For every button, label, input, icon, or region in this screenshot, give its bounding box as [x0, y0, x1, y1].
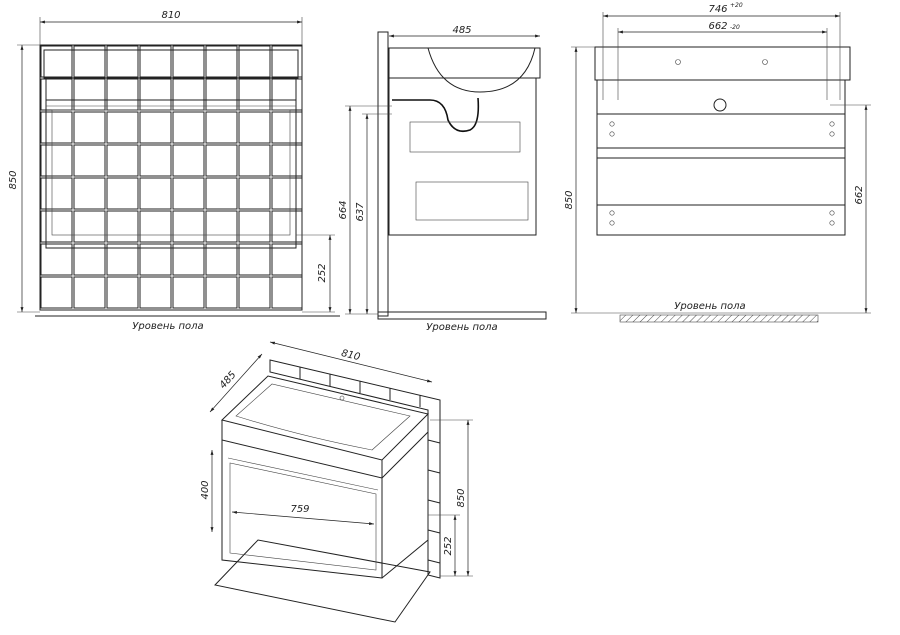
height-label: 850 [8, 170, 19, 189]
front-view: 810 850 252 Уровень пола [8, 10, 340, 332]
wall-tiles [40, 45, 302, 310]
floor-section [377, 311, 547, 320]
iso-drawer-height-label: 400 [200, 480, 211, 499]
vanity-cabinet [45, 77, 297, 249]
iso-width-label: 810 [340, 348, 361, 363]
rear-view: 746 +20 662 -20 850 662 Уровень пола [564, 2, 871, 323]
height-label: 850 [564, 190, 575, 209]
iso-drawer [229, 462, 377, 571]
drain-height-637-label: 637 [355, 202, 366, 222]
side-view: 485 664 637 Уровень пола [338, 25, 547, 333]
width-label: 810 [161, 10, 180, 21]
floor-hatch [619, 314, 819, 323]
inner-width-tolerance: -20 [730, 24, 740, 31]
drain-height-664-label: 664 [338, 200, 349, 219]
tile-height-label: 252 [317, 263, 328, 282]
floor-tiles [214, 539, 431, 623]
outer-width-label: 746 [708, 4, 727, 15]
basin-rear [594, 46, 851, 81]
depth-label: 485 [452, 25, 471, 36]
iso-tile-height-label: 252 [443, 536, 454, 555]
isometric-view: 810 485 400 759 850 252 [200, 341, 473, 623]
iso-basin-bowl [235, 383, 411, 451]
drawer-front [51, 109, 291, 236]
iso-depth-label: 485 [218, 370, 239, 392]
floor-level-label: Уровень пола [132, 321, 203, 332]
floor-level-label: Уровень пола [674, 301, 745, 312]
cabinet-side [388, 77, 537, 236]
wall-section [377, 31, 389, 317]
outer-width-tolerance: +20 [730, 2, 743, 9]
iso-height-label: 850 [456, 488, 467, 507]
floor-level-label: Уровень пола [426, 322, 497, 333]
iso-drawer-width-label: 759 [290, 504, 309, 515]
siphon [392, 97, 480, 133]
mount-height-label: 662 [854, 185, 865, 204]
iso-cabinet-front [221, 440, 383, 579]
drain-outlet [713, 98, 727, 112]
inner-width-label: 662 [708, 21, 727, 32]
basin-bowl [427, 47, 536, 93]
